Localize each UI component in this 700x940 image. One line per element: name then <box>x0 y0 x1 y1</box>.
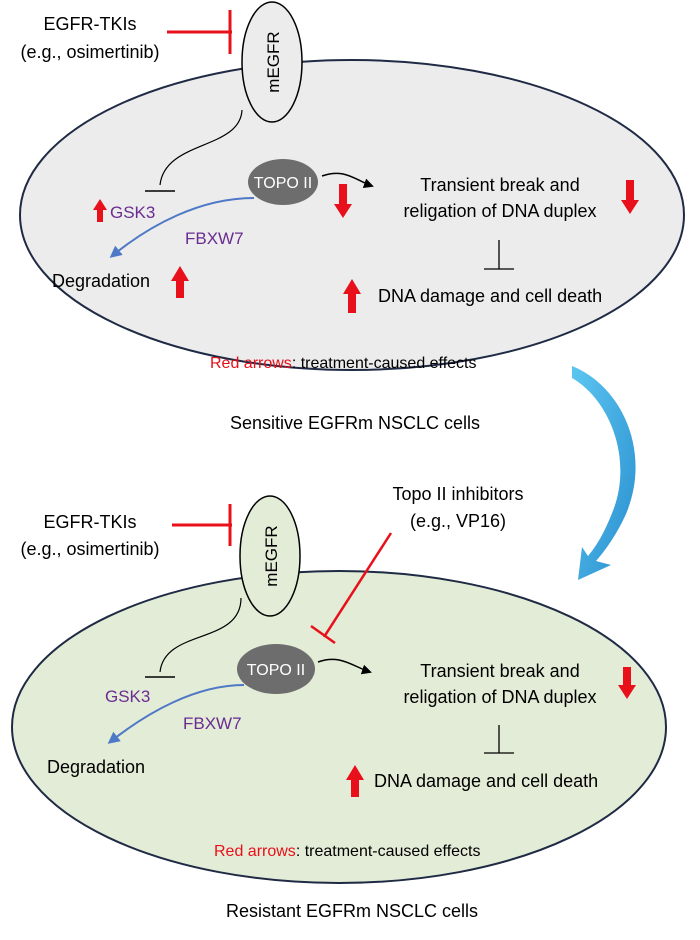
legend-red-arrows-2: Red arrows <box>214 843 296 860</box>
tki-inhibition-icon <box>167 10 232 54</box>
egfr-receptor-label-2: mEGFR <box>262 525 281 586</box>
egfr-receptor-2 <box>239 495 301 617</box>
topo-inhibitor-inhibition-icon <box>310 532 393 645</box>
break-line2: religation of DNA duplex <box>403 201 596 221</box>
topo-ii-label-2: TOPO II <box>247 662 305 679</box>
fbxw7-label: FBXW7 <box>185 229 244 248</box>
damage-label-2: DNA damage and cell death <box>374 771 598 791</box>
resistant-panel: EGFR-TKIs (e.g., osimertinib) Topo II in… <box>11 484 667 921</box>
topo-ii-enzyme-2 <box>237 644 315 694</box>
degradation-label: Degradation <box>52 271 150 291</box>
fbxw7-degradation-arrow <box>109 197 255 258</box>
gsk3-label-2: GSK3 <box>105 687 150 706</box>
legend-text: : treatment-caused effects <box>292 355 477 372</box>
legend-2: Red arrows: treatment-caused effects <box>214 843 481 860</box>
egfr-receptor-label: mEGFR <box>264 31 283 92</box>
damage-label: DNA damage and cell death <box>378 286 602 306</box>
resistant-cell <box>11 570 667 884</box>
gsk3-label: GSK3 <box>110 203 155 222</box>
gsk3-up-arrow-icon <box>93 199 107 222</box>
topo-inhibitor-line2: (e.g., VP16) <box>410 511 506 531</box>
egfr-to-gsk3-inhibition-2 <box>159 597 242 673</box>
topo-ii-label: TOPO II <box>254 175 312 192</box>
fbxw7-degradation-arrow-2 <box>107 684 245 744</box>
break-line1-2: Transient break and <box>420 661 579 681</box>
break-down-arrow-icon <box>621 180 639 214</box>
transition-curved-arrow-icon <box>572 366 636 580</box>
legend: Red arrows: treatment-caused effects <box>210 355 477 372</box>
damage-up-arrow-icon-2 <box>346 765 364 797</box>
degradation-label-2: Degradation <box>47 757 145 777</box>
egfr-to-gsk3-inhibition <box>159 109 243 186</box>
damage-up-arrow-icon <box>343 279 361 313</box>
sensitive-panel: EGFR-TKIs (e.g., osimertinib) mEGFR TOPO… <box>19 1 685 433</box>
tki-label-line2-2: (e.g., osimertinib) <box>20 539 159 559</box>
tki-inhibition-icon-2 <box>172 504 232 546</box>
egfr-receptor <box>241 1 303 123</box>
resistant-caption: Resistant EGFRm NSCLC cells <box>226 901 478 921</box>
tki-label-line1: EGFR-TKIs <box>44 14 137 34</box>
fbxw7-label-2: FBXW7 <box>183 714 242 733</box>
sensitive-caption: Sensitive EGFRm NSCLC cells <box>230 413 480 433</box>
break-down-arrow-icon-2 <box>618 667 636 699</box>
break-line2-2: religation of DNA duplex <box>403 687 596 707</box>
topo-to-break-arrow <box>321 172 374 189</box>
topo-ii-enzyme <box>248 159 318 205</box>
tki-label-line2: (e.g., osimertinib) <box>20 42 159 62</box>
break-line1: Transient break and <box>420 175 579 195</box>
tki-label-line1-2: EGFR-TKIs <box>44 512 137 532</box>
legend-text-2: : treatment-caused effects <box>296 843 481 860</box>
topo-to-break-arrow-2 <box>317 658 372 675</box>
topo-inhibitor-line1: Topo II inhibitors <box>392 484 523 504</box>
sensitive-cell <box>19 59 685 371</box>
degradation-up-arrow-icon <box>171 266 189 298</box>
legend-red-arrows: Red arrows <box>210 355 292 372</box>
topo-down-arrow-icon <box>334 184 352 218</box>
